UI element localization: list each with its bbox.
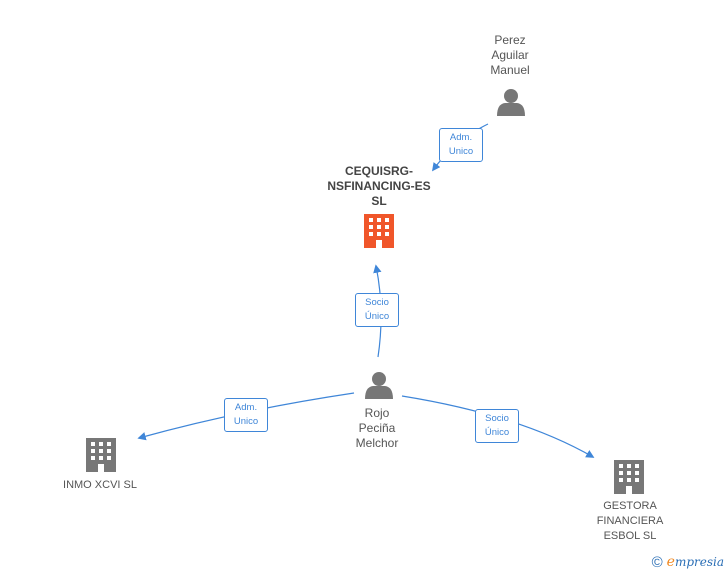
edge-badge-rojo-cequisrg: Socio Único — [355, 293, 399, 327]
building-icon — [364, 214, 394, 248]
person-icon — [497, 89, 525, 116]
edge-badge-rojo-inmo: Adm. Unico — [224, 398, 268, 432]
node-label-rojo[interactable]: Rojo Peciña Melchor — [355, 406, 399, 450]
node-label-inmo[interactable]: INMO XCVI SL — [63, 479, 137, 491]
node-label-gestora[interactable]: GESTORA FINANCIERA ESBOL SL — [596, 500, 664, 542]
brand-logo-initial: e — [666, 554, 675, 570]
copyright-icon: © — [651, 553, 663, 571]
building-icon — [86, 438, 116, 472]
brand-footer[interactable]: © e mpresia — [652, 553, 724, 571]
edge-badge-rojo-gestora: Socio Único — [475, 409, 519, 443]
building-icon — [614, 460, 644, 494]
node-label-cequisrg[interactable]: CEQUISRG- NSFINANCING-ES SL — [327, 164, 431, 208]
edge-badge-perez-cequisrg: Adm. Unico — [439, 128, 483, 162]
person-icon — [365, 372, 393, 399]
brand-logo-text: mpresia — [674, 555, 724, 569]
node-label-perez[interactable]: Perez Aguilar Manuel — [490, 33, 530, 77]
